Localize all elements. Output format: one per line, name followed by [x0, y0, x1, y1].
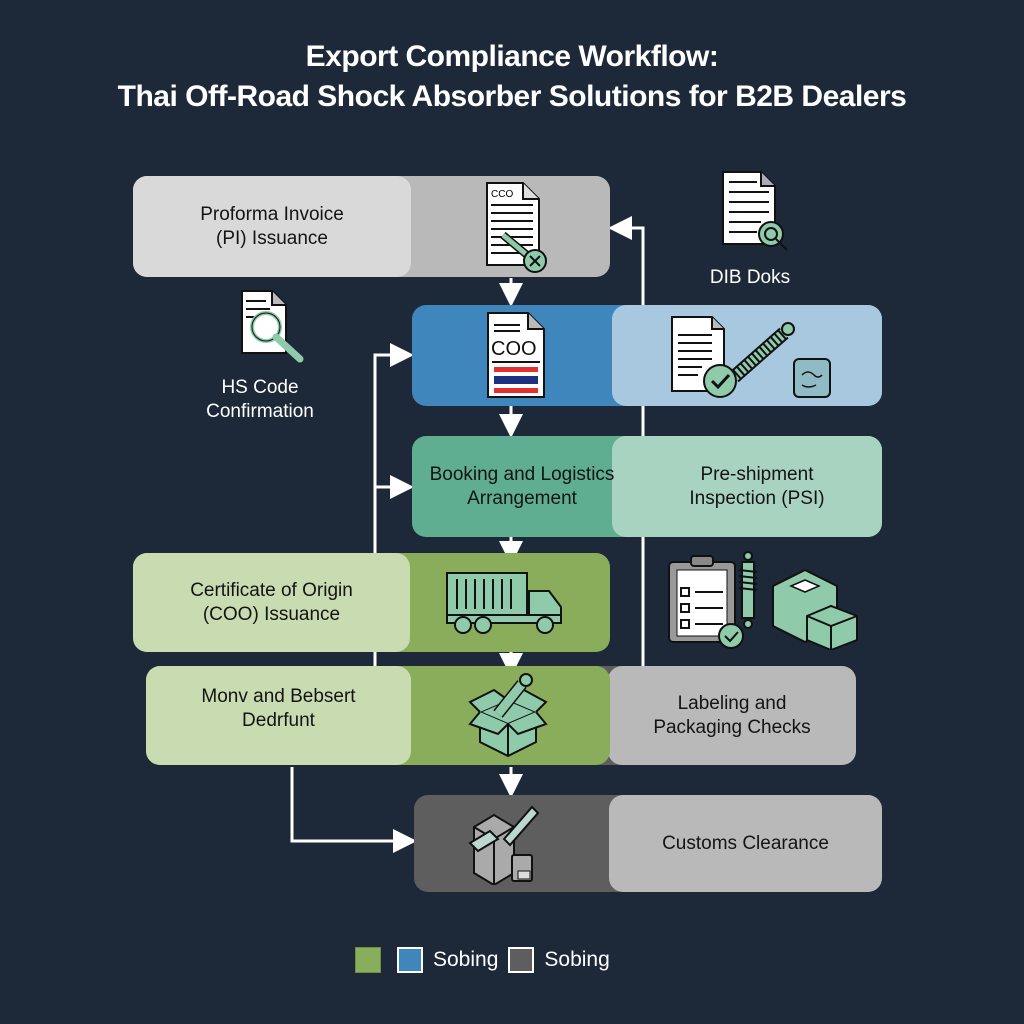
document-check-icon [671, 315, 831, 398]
boxes-icon [772, 568, 858, 650]
step-mony-label-2: Dedrfunt [242, 709, 315, 731]
step-labeling-label-2: Packaging Checks [653, 716, 811, 738]
checklist-icons-group [665, 550, 865, 650]
step-pi-label-panel: Proforma Invoice (PI) Issuance [133, 176, 411, 277]
title-line-1: Export Compliance Workflow: [305, 40, 719, 73]
inspection-card-icon [793, 357, 831, 398]
step-psi-label-1: Pre-shipment [700, 463, 814, 485]
legend: Sobing Sobing [355, 947, 620, 973]
legend-swatch-gray [508, 947, 535, 973]
svg-text:CCO: CCO [491, 189, 513, 200]
step-mony-label-1: Monv and Bebsert [201, 685, 356, 707]
step-coo-issuance-label-panel: Certificate of Origin (COO) Issuance [133, 553, 410, 652]
arrow-mony-to-customs-side [290, 767, 417, 853]
step-pi-label-1: Proforma Invoice [200, 203, 344, 225]
hs-code-label-2: Confirmation [206, 401, 314, 422]
step-customs-box[interactable]: Customs Clearance [414, 795, 882, 892]
step-coo-doc-box[interactable]: COO [412, 305, 882, 406]
shock-absorber-icon [729, 321, 795, 382]
step-customs-label-panel: Customs Clearance [609, 795, 882, 892]
step-customs-label: Customs Clearance [662, 832, 829, 854]
svg-text:COO: COO [491, 338, 537, 360]
document-search-icon [721, 170, 797, 260]
dib-doks-label: DIB Doks [709, 267, 791, 288]
step-pi-label-2: (PI) Issuance [216, 227, 328, 249]
step-booking-label-2: Arrangement [467, 488, 577, 509]
feedback-line-right [608, 216, 645, 712]
step-pi-box[interactable]: Proforma Invoice (PI) Issuance CCO [133, 176, 610, 277]
feedback-line-left [373, 343, 414, 712]
clipboard-checklist-icon [668, 555, 744, 649]
legend-label-gray: Sobing [544, 948, 610, 971]
coo-document-icon: COO [486, 311, 546, 399]
step-mony-label-panel: Monv and Bebsert Dedrfunt [146, 666, 411, 765]
legend-swatch-blue [397, 947, 423, 973]
step-booking-label-1: Booking and Logistics [429, 464, 615, 485]
step-booking-box[interactable]: Pre-shipment Inspection (PSI) Booking an… [412, 436, 882, 537]
title-line-2: Thai Off-Road Shock Absorber Solutions f… [117, 80, 907, 113]
step-mony-box[interactable]: Monv and Bebsert Dedrfunt [146, 666, 610, 765]
step-coo-issuance-box[interactable]: Certificate of Origin (COO) Issuance [133, 553, 610, 652]
step-labeling-label-panel: Labeling and Packaging Checks [608, 666, 856, 765]
legend-label-blue: Sobing [433, 948, 499, 971]
open-box-icon [468, 672, 548, 758]
shock-absorber-icon [738, 551, 758, 629]
step-psi-label-2: Inspection (PSI) [689, 487, 825, 509]
hs-code-label: HS Code Confirmation [180, 376, 340, 424]
step-psi-panel[interactable]: Pre-shipment Inspection (PSI) [612, 436, 882, 537]
customs-box-icon [466, 803, 546, 885]
inspection-icons-panel [612, 305, 882, 406]
document-edit-icon: CCO [483, 181, 563, 273]
truck-icon [445, 571, 565, 635]
legend-swatch-green [355, 947, 381, 973]
step-labeling-label-1: Labeling and [677, 692, 787, 714]
step-coo-issuance-label-1: Certificate of Origin [190, 579, 353, 601]
hs-code-label-1: HS Code [221, 377, 299, 398]
document-magnifier-icon [240, 289, 310, 365]
step-coo-issuance-label-2: (COO) Issuance [202, 603, 341, 625]
